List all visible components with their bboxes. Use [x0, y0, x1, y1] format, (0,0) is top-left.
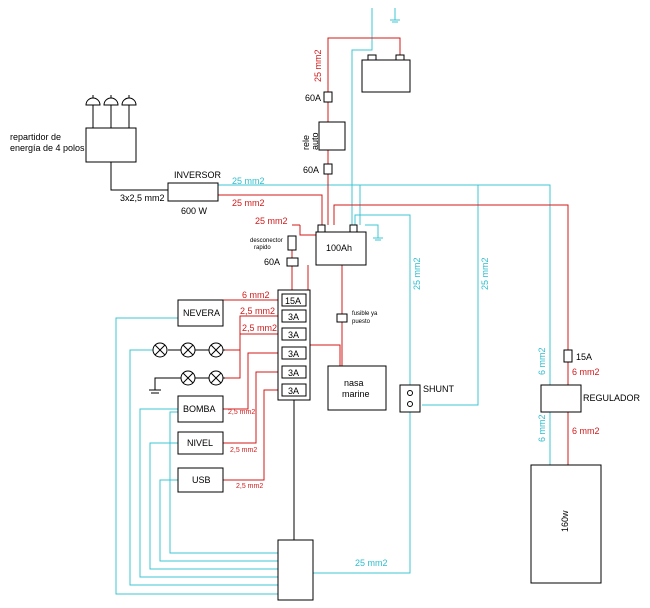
svg-text:60A: 60A — [264, 257, 280, 267]
negative-busbar — [277, 539, 314, 601]
svg-text:2,5 mm2: 2,5 mm2 — [228, 409, 255, 416]
svg-text:3A: 3A — [288, 368, 299, 378]
load-usb: USB — [177, 467, 224, 493]
svg-text:25 mm2: 25 mm2 — [255, 216, 288, 226]
svg-text:3A: 3A — [288, 312, 299, 322]
lamp-icon — [180, 370, 196, 386]
battery-label: 100Ah — [326, 243, 352, 253]
svg-text:25 mm2: 25 mm2 — [232, 198, 265, 208]
panel-label: 160w — [560, 510, 570, 532]
solar-regulator: REGULADOR — [540, 384, 641, 413]
relay-label-1: rele — [301, 135, 311, 150]
svg-text:fusible ya: fusible ya — [352, 311, 378, 317]
svg-text:3A: 3A — [288, 330, 299, 340]
svg-text:3A: 3A — [288, 386, 299, 396]
svg-text:6 mm2: 6 mm2 — [537, 414, 547, 442]
inverter-cable-label: 3x2,5 mm2 — [120, 193, 165, 203]
negative-wires — [115, 8, 551, 595]
svg-text:15A: 15A — [285, 296, 301, 306]
svg-text:25 mm2: 25 mm2 — [313, 49, 323, 82]
svg-text:nasa: nasa — [344, 378, 364, 388]
svg-text:60A: 60A — [305, 93, 321, 103]
starter-battery — [361, 54, 411, 93]
load-fridge: NEVERA — [177, 299, 224, 327]
svg-text:15A: 15A — [576, 352, 592, 362]
svg-text:2,5 mm2: 2,5 mm2 — [242, 323, 277, 333]
lamp-icon — [208, 342, 224, 358]
fuse-60a-low: 60A — [264, 257, 299, 267]
regulator-label: REGULADOR — [583, 393, 641, 403]
svg-text:NEVERA: NEVERA — [183, 308, 220, 318]
disconnector-label-2: rapido — [254, 245, 271, 251]
svg-text:2,5 mm2: 2,5 mm2 — [230, 447, 257, 454]
distributor-label-1: repartidor de — [10, 132, 61, 142]
svg-text:BOMBA: BOMBA — [183, 404, 216, 414]
svg-text:25 mm2: 25 mm2 — [412, 257, 422, 290]
svg-text:60A: 60A — [303, 165, 319, 175]
nasa-marine-monitor: nasa marine — [327, 365, 387, 411]
fusebox: 15A 3A 3A 3A 3A 3A — [277, 289, 311, 401]
svg-text:25 mm2: 25 mm2 — [480, 257, 490, 290]
main-battery: 100Ah — [315, 224, 367, 266]
lamp-icon — [208, 370, 224, 386]
energy-distributor: repartidor de energía de 4 polos 3x2,5 m… — [10, 95, 165, 203]
svg-text:6 mm2: 6 mm2 — [242, 290, 270, 300]
svg-text:3A: 3A — [288, 349, 299, 359]
inverter-power-label: 600 W — [181, 206, 208, 216]
shunt-label: SHUNT — [423, 384, 455, 394]
relay-label-2: auto — [310, 132, 320, 150]
fuse-60a-top: 60A — [305, 91, 333, 103]
svg-text:25 mm2: 25 mm2 — [232, 176, 265, 186]
inverter-label: INVERSOR — [174, 170, 222, 180]
distributor-label-2: energía de 4 polos — [10, 143, 85, 153]
fuse-60a-mid: 60A — [303, 163, 333, 175]
svg-text:USB: USB — [192, 475, 211, 485]
svg-text:puesto: puesto — [352, 319, 371, 325]
lamp-icons — [152, 342, 224, 386]
disconnector-label-1: desconector — [250, 238, 283, 244]
svg-text:6 mm2: 6 mm2 — [537, 347, 547, 375]
svg-text:2,5 mm2: 2,5 mm2 — [240, 306, 275, 316]
lamp-icon — [152, 342, 168, 358]
cable-labels: 25 mm2 25 mm2 25 mm2 25 mm2 25 mm2 25 mm… — [228, 49, 600, 568]
lamp-icon — [180, 342, 196, 358]
shunt: SHUNT — [399, 384, 455, 413]
positive-wires — [218, 37, 569, 481]
quick-disconnector: desconector rapido — [250, 235, 297, 251]
plug-icon — [85, 95, 137, 106]
auto-relay: rele auto — [301, 121, 346, 151]
svg-text:25 mm2: 25 mm2 — [355, 558, 388, 568]
svg-text:marine: marine — [342, 389, 370, 399]
svg-text:6 mm2: 6 mm2 — [572, 426, 600, 436]
solar-panel: 160w — [530, 464, 602, 584]
svg-text:2,5 mm2: 2,5 mm2 — [236, 483, 263, 490]
inverter: INVERSOR 600 W — [167, 170, 222, 216]
fuse-15a: 15A — [563, 349, 592, 363]
fuse-placed: fusible ya puesto — [336, 311, 378, 325]
load-level: NIVEL — [177, 431, 224, 455]
svg-text:NIVEL: NIVEL — [187, 438, 213, 448]
load-pump: BOMBA — [177, 395, 224, 423]
svg-text:6 mm2: 6 mm2 — [572, 367, 600, 377]
